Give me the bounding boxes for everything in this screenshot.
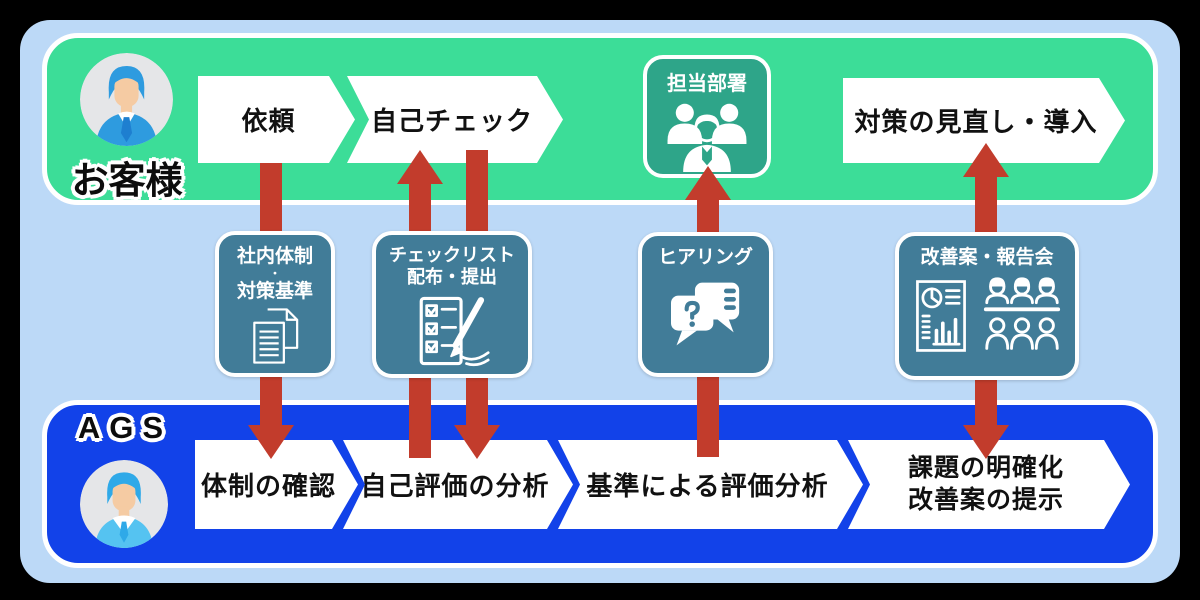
chat-bubbles-icon (670, 282, 739, 346)
step-analyze-self-evaluation-label: 自己評価の分析 (360, 471, 550, 501)
box-department-label: 担当部署 (667, 73, 747, 95)
box-report: 改善案・報告会 (895, 232, 1079, 380)
box-hearing: ヒアリング (638, 232, 773, 377)
step-analyze-by-standard-label: 基準による評価分析 (586, 471, 829, 501)
team-people-icon (667, 103, 747, 172)
box-checklist: チェックリスト 配布・提出 (372, 231, 532, 378)
documents-icon (253, 308, 299, 365)
step-clarify-issues-line2: 改善案の提示 (907, 485, 1064, 514)
ags-lane-label: AGS (77, 410, 173, 445)
step-self-check-label: 自己チェック (370, 106, 533, 136)
ags-avatar (80, 460, 168, 548)
box-hearing-label: ヒアリング (657, 247, 753, 268)
step-self-check: 自己チェック (347, 76, 563, 163)
box-department: 担当部署 (643, 55, 771, 178)
box-internal-structure: 社内体制 ・ 対策基準 (215, 231, 335, 377)
checklist-icon (419, 296, 490, 367)
box-internal-line1: 社内体制 (236, 246, 313, 267)
step-review-implement: 対策の見直し・導入 (843, 78, 1125, 163)
step-request: 依頼 (198, 76, 355, 163)
step-request-label: 依頼 (241, 106, 296, 136)
box-internal-line3: 対策基準 (236, 281, 313, 303)
box-checklist-line1: チェックリスト (389, 245, 515, 265)
step-review-implement-label: 対策の見直し・導入 (854, 107, 1098, 137)
box-internal-line2: ・ (269, 268, 281, 281)
customer-avatar (80, 53, 173, 146)
step-confirm-structure-label: 体制の確認 (200, 471, 336, 501)
meeting-people-icon (983, 277, 1061, 350)
report-chart-icon (916, 280, 966, 352)
customer-person-icon (80, 53, 173, 146)
ags-person-icon (80, 460, 168, 548)
box-report-label: 改善案・報告会 (920, 247, 1054, 268)
box-checklist-line2: 配布・提出 (407, 266, 497, 287)
customer-lane-label: お客様 (71, 160, 183, 201)
